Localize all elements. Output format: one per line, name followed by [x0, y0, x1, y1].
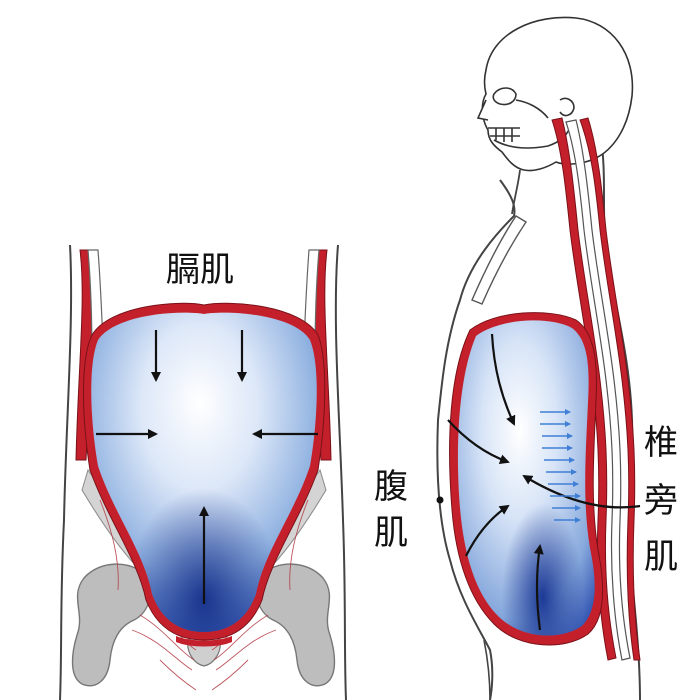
- skull-nose: [476, 99, 489, 121]
- front-torso-outline: [59, 244, 73, 700]
- side-skull: [476, 16, 634, 172]
- arrow-icon: [465, 504, 510, 557]
- side-erector-spinae: [551, 117, 617, 661]
- side-small-blue-arrows: [540, 409, 581, 523]
- skull-eye-socket: [492, 87, 517, 106]
- arrow-icon: [490, 333, 516, 426]
- side-view: [436, 16, 641, 700]
- arrow-icon: [522, 474, 641, 509]
- side-pressure-arrows: [447, 333, 641, 631]
- label-erector-spinae-line3: 肌: [644, 537, 678, 577]
- side-body-outline: [436, 179, 516, 700]
- front-pressure-arrows: [96, 330, 318, 604]
- side-leg-outline: [483, 639, 491, 700]
- side-spine-band: [565, 119, 631, 661]
- arrow-icon: [533, 544, 544, 631]
- label-erector-spinae-line2: 旁: [644, 481, 678, 521]
- arrow-icon: [447, 419, 510, 464]
- label-diaphragm: 膈肌: [166, 250, 234, 290]
- front-cavity-shade: [91, 312, 317, 632]
- side-arm-band: [471, 215, 527, 305]
- label-erector-spinae-line1: 椎: [644, 423, 678, 463]
- front-torso-outline-right: [334, 244, 347, 700]
- front-right-pelvic-bone: [255, 563, 336, 687]
- front-left-pelvic-bone: [71, 563, 152, 687]
- skull-teeth: [488, 127, 520, 142]
- label-abdominal-muscle-line2: 肌: [374, 513, 408, 553]
- side-back-muscle: [579, 117, 641, 661]
- front-pelvic-floor-muscle: [176, 636, 232, 647]
- navel-dot: [436, 496, 444, 504]
- skull-ear: [559, 97, 575, 117]
- side-neck: [511, 169, 521, 215]
- skull-cheek: [515, 99, 549, 119]
- front-view: [59, 244, 347, 700]
- label-abdominal-muscle-line1: 腹: [374, 467, 408, 507]
